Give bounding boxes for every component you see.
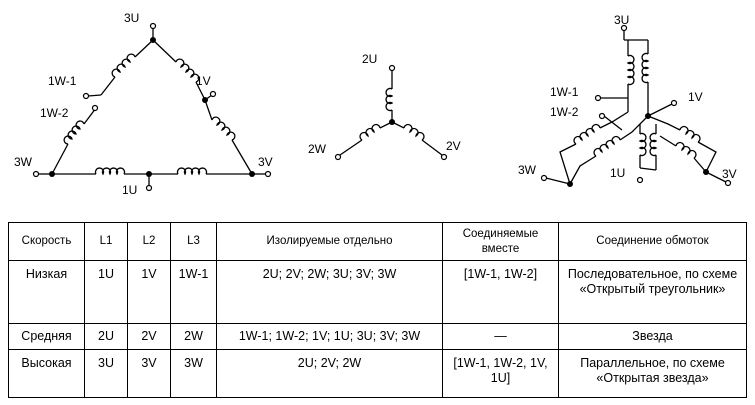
table-row: Средняя 2U 2V 2W 1W-1; 1W-2; 1V; 1U; 3U;…: [8, 322, 747, 350]
label-3w-parallel: 3W: [518, 163, 537, 177]
label-3v: 3V: [258, 155, 273, 169]
table-row: Низкая 1U 1V 1W-1 2U; 2V; 2W; 3U; 3V; 3W…: [8, 260, 747, 324]
header-cell: Соединение обмоток: [558, 221, 747, 262]
label-2w: 2W: [308, 142, 327, 156]
cell-l2: 3V: [127, 348, 171, 399]
table-row: Высокая 3U 3V 3W 2U; 2V; 2W [1W-1, 1W-2,…: [8, 348, 747, 399]
header-cell: L3: [170, 221, 217, 262]
label-2u: 2U: [362, 52, 377, 66]
cell-l3: 3W: [170, 348, 217, 399]
cell-speed: Средняя: [8, 322, 85, 350]
cell-speed: Низкая: [8, 260, 85, 324]
cell-connection: Звезда: [558, 322, 747, 350]
label-1w1-parallel: 1W-1: [550, 85, 579, 99]
label-2v: 2V: [446, 139, 461, 153]
label-1w1: 1W-1: [48, 74, 77, 88]
cell-joined: —: [442, 322, 559, 350]
label-1w2: 1W-2: [40, 106, 69, 120]
cell-l1: 2U: [84, 322, 128, 350]
cell-connection: Параллельное, по схеме «Открытая звезда»: [558, 348, 747, 399]
label-3v-parallel: 3V: [722, 167, 737, 181]
label-3u-parallel: 3U: [614, 13, 629, 27]
label-1v-parallel: 1V: [688, 90, 703, 104]
header-cell: L1: [84, 221, 128, 262]
header-cell: Соединяемые вместе: [442, 221, 559, 262]
parallel-star-diagram: 3U 1W-1 1W-2 1V 3W 3V 1U: [518, 13, 737, 187]
cell-isolated: 2U; 2V; 2W; 3U; 3V; 3W: [216, 260, 443, 324]
cell-joined: [1W-1, 1W-2, 1V, 1U]: [442, 348, 559, 399]
cell-l1: 3U: [84, 348, 128, 399]
label-3w: 3W: [14, 155, 33, 169]
label-1v: 1V: [196, 74, 211, 88]
label-1u-parallel: 1U: [610, 166, 625, 180]
table-header-row: Скорость L1 L2 L3 Изолируемые отдельно С…: [8, 221, 747, 262]
cell-joined: [1W-1, 1W-2]: [442, 260, 559, 324]
header-cell: L2: [127, 221, 171, 262]
cell-l3: 1W-1: [170, 260, 217, 324]
label-3u: 3U: [124, 11, 139, 25]
cell-isolated: 1W-1; 1W-2; 1V; 1U; 3U; 3V; 3W: [216, 322, 443, 350]
winding-diagrams: 3U 1W-1 1W-2 1V 3W 3V 1U 2U 2W 2V: [14, 11, 737, 197]
label-1u: 1U: [122, 183, 137, 197]
open-delta-diagram: 3U 1W-1 1W-2 1V 3W 3V 1U: [14, 11, 273, 197]
header-cell: Скорость: [8, 221, 85, 262]
cell-speed: Высокая: [8, 348, 85, 399]
header-cell: Изолируемые отдельно: [216, 221, 443, 262]
label-1w2-parallel: 1W-2: [550, 105, 579, 119]
cell-isolated: 2U; 2V; 2W: [216, 348, 443, 399]
cell-l1: 1U: [84, 260, 128, 324]
cell-connection: Последовательное, по схеме «Открытый тре…: [558, 260, 747, 324]
cell-l3: 2W: [170, 322, 217, 350]
connection-table: Скорость L1 L2 L3 Изолируемые отдельно С…: [8, 221, 747, 399]
star-diagram: 2U 2W 2V: [308, 52, 461, 161]
cell-l2: 2V: [127, 322, 171, 350]
cell-l2: 1V: [127, 260, 171, 324]
